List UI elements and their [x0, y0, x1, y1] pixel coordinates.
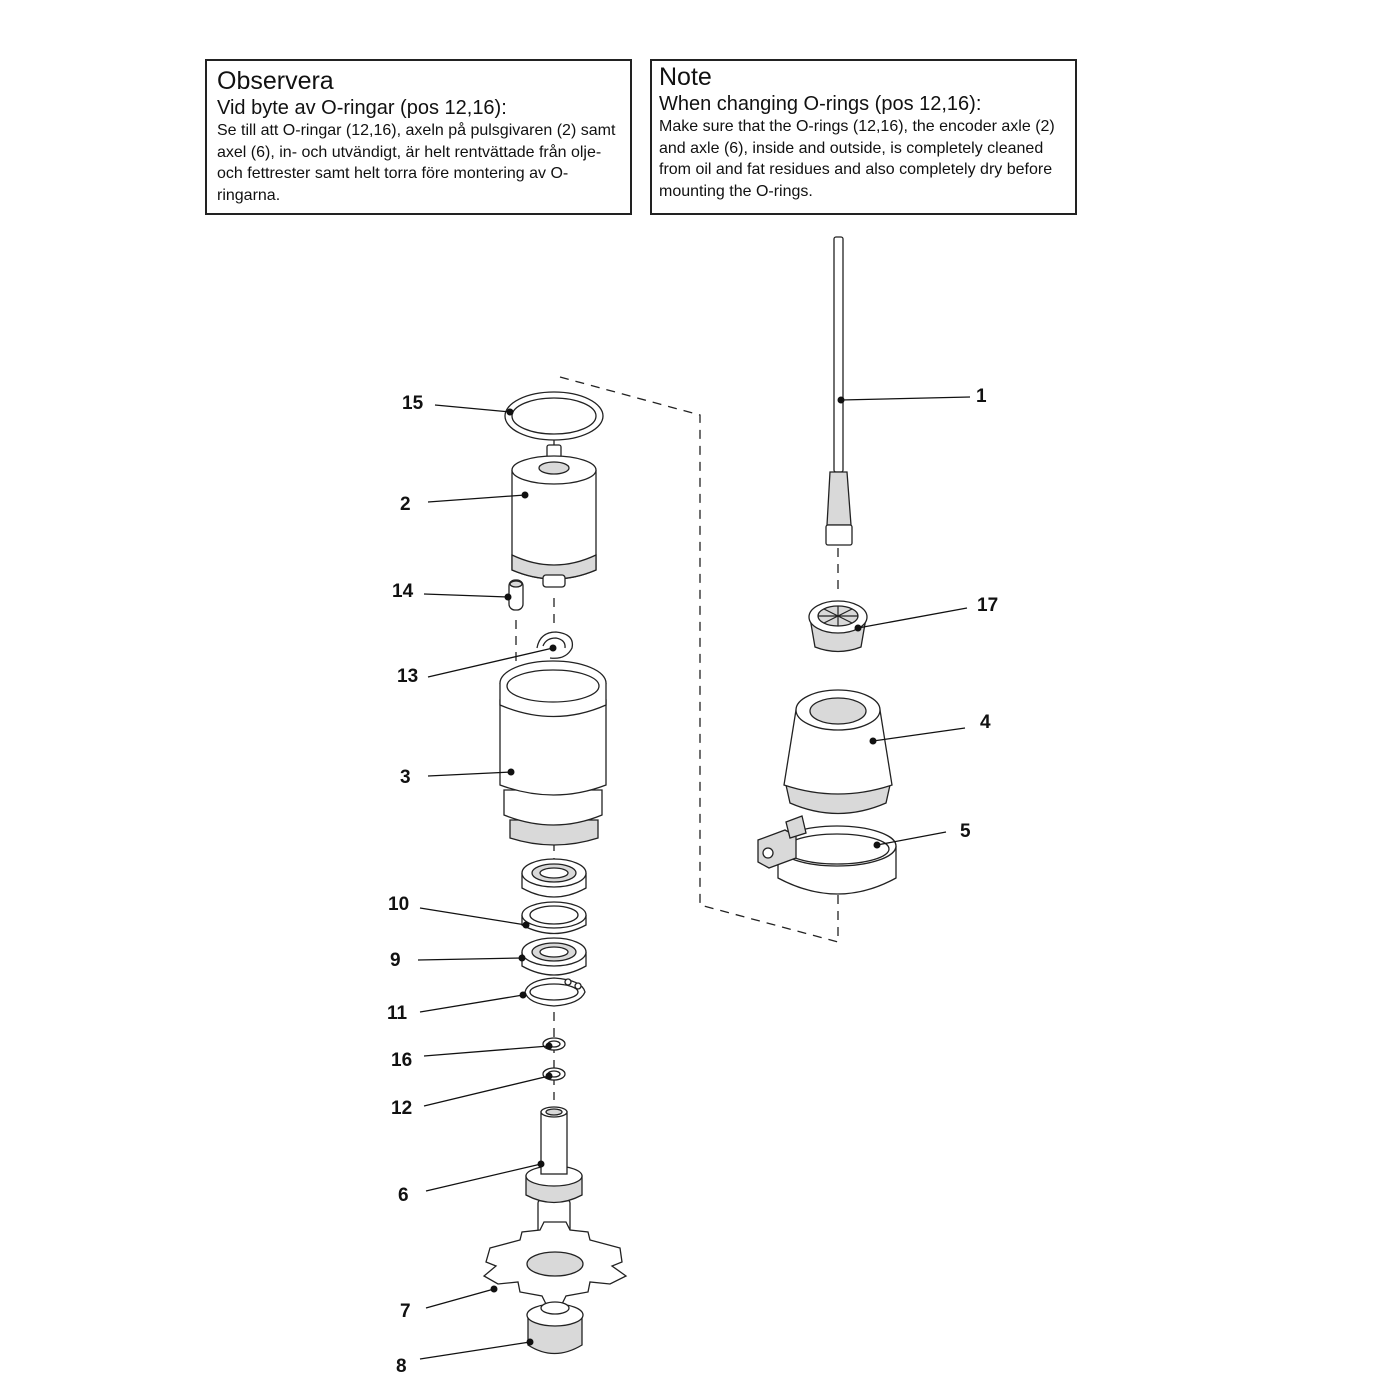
note-title-swedish: Observera	[217, 67, 334, 95]
note-box-english: Note When changing O-rings (pos 12,16): …	[650, 59, 1077, 215]
callout-16: 16	[391, 1050, 412, 1071]
part-2-encoder	[511, 444, 597, 588]
callout-3: 3	[400, 767, 411, 788]
callout-15: 15	[402, 393, 424, 414]
upper-bearing	[521, 858, 587, 898]
part-6-axle	[525, 1106, 583, 1241]
callout-5: 5	[960, 821, 971, 842]
callout-14: 14	[392, 581, 414, 602]
note-body-swedish: Se till att O-ringar (12,16), axeln på p…	[217, 122, 616, 204]
callout-7: 7	[400, 1301, 411, 1322]
callout-4: 4	[980, 712, 991, 733]
part-4-conical-housing	[783, 689, 893, 815]
note-subtitle-english: When changing O-rings (pos 12,16):	[659, 93, 982, 115]
part-10-spacer-ring	[521, 901, 587, 935]
callout-8: 8	[396, 1356, 407, 1377]
part-14-pin	[508, 579, 524, 611]
part-7-gear-wheel	[482, 1221, 628, 1305]
note-title-english: Note	[659, 63, 712, 91]
part-1-sensor-probe	[825, 236, 853, 546]
callout-10: 10	[388, 894, 409, 915]
leader-lines	[417, 396, 971, 1360]
part-5-clamp	[757, 815, 897, 895]
note-subtitle-swedish: Vid byte av O-ringar (pos 12,16):	[217, 97, 507, 119]
part-15-o-ring	[504, 391, 604, 441]
callout-12: 12	[391, 1098, 412, 1119]
callout-9: 9	[390, 950, 401, 971]
part-3-housing	[499, 660, 607, 846]
part-17-grommet	[808, 600, 868, 653]
callout-11: 11	[387, 1003, 408, 1024]
note-box-swedish: Observera Vid byte av O-ringar (pos 12,1…	[205, 59, 632, 215]
callout-17: 17	[977, 595, 998, 616]
part-11-circlip	[524, 977, 586, 1007]
note-body-english: Make sure that the O-rings (12,16), the …	[659, 118, 1055, 200]
callout-13: 13	[397, 666, 418, 687]
callout-1: 1	[976, 386, 987, 407]
part-9-bearing	[521, 937, 587, 976]
callout-2: 2	[400, 494, 411, 515]
callout-6: 6	[398, 1185, 409, 1206]
callout-labels: 1 2 3 4 5 6 7 8 9 10 11 12 13 14 15 16 1…	[387, 386, 998, 1377]
part-8-nut	[526, 1301, 584, 1355]
